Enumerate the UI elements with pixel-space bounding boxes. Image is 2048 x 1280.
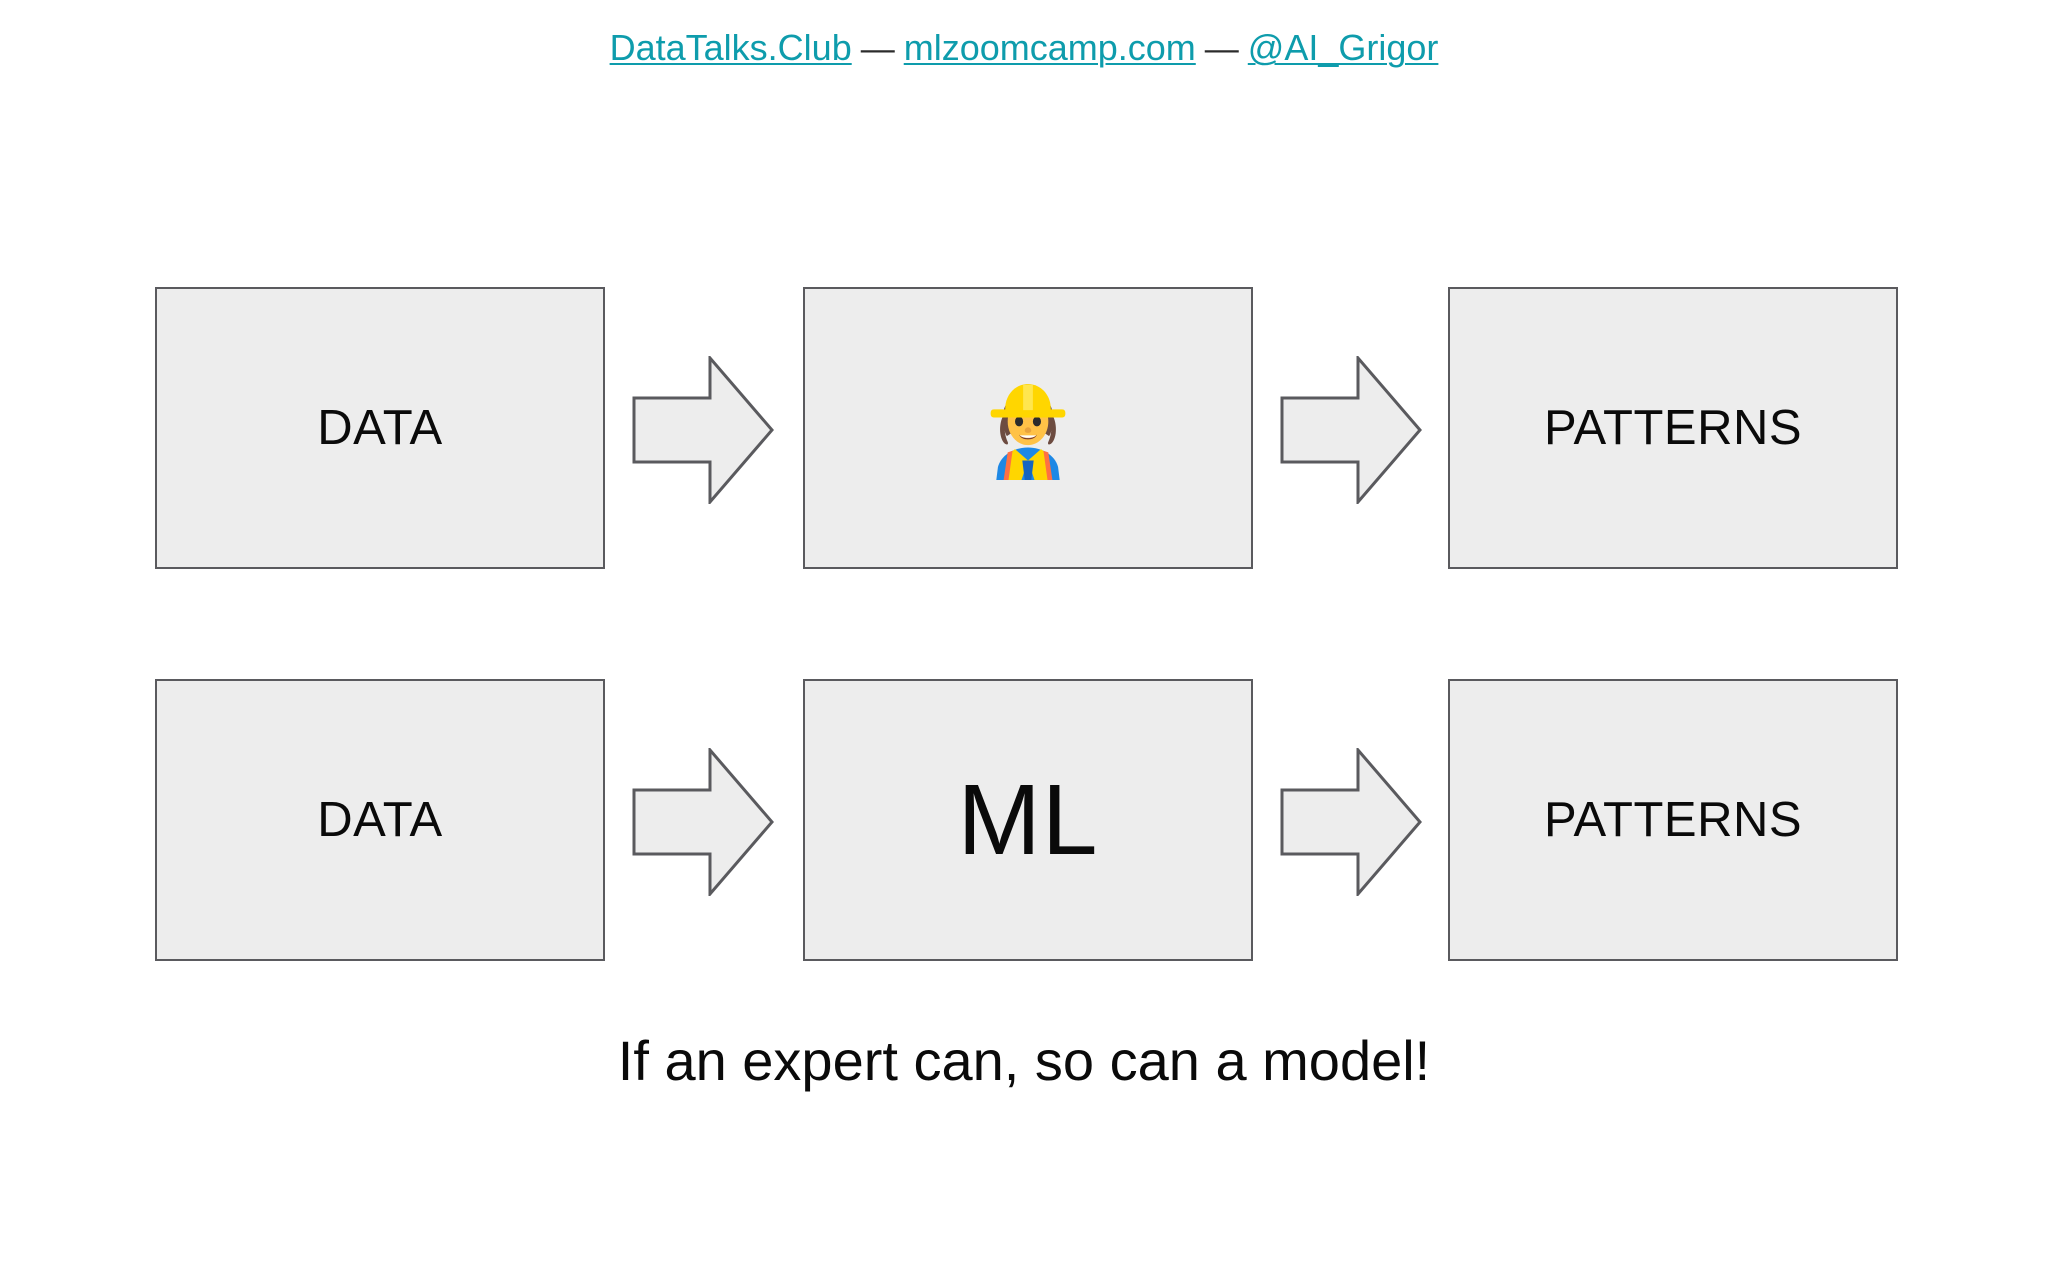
patterns-box-ml-label: PATTERNS <box>1543 792 1803 847</box>
ml-box: ML <box>803 679 1253 961</box>
ml-box-label: ML <box>957 764 1099 876</box>
expert-box <box>803 287 1253 569</box>
header-separator-1: — <box>860 30 895 68</box>
expert-pipeline-row: DATA <box>0 287 2048 569</box>
mlzoomcamp-link[interactable]: mlzoomcamp.com <box>903 27 1196 68</box>
data-box-expert-label: DATA <box>317 400 443 455</box>
data-box-expert: DATA <box>155 287 605 569</box>
datatalks-club-link[interactable]: DataTalks.Club <box>609 27 852 68</box>
data-box-ml: DATA <box>155 679 605 961</box>
arrow-data-to-expert <box>632 356 774 504</box>
construction-worker-emoji <box>976 376 1080 480</box>
ml-pipeline-row: DATA ML PATTERNS <box>0 679 2048 961</box>
arrow-expert-to-patterns <box>1280 356 1422 504</box>
header-separator-2: — <box>1204 30 1239 68</box>
arrow-ml-to-patterns <box>1280 748 1422 896</box>
patterns-box-expert-label: PATTERNS <box>1543 400 1803 455</box>
data-box-ml-label: DATA <box>317 792 443 847</box>
header-links-bar: DataTalks.Club—mlzoomcamp.com—@AI_Grigor <box>0 26 2048 71</box>
arrow-data-to-ml <box>632 748 774 896</box>
ai-grigor-link[interactable]: @AI_Grigor <box>1247 27 1439 68</box>
patterns-box-ml: PATTERNS <box>1448 679 1898 961</box>
slide-caption: If an expert can, so can a model! <box>617 1029 1431 1092</box>
patterns-box-expert: PATTERNS <box>1448 287 1898 569</box>
